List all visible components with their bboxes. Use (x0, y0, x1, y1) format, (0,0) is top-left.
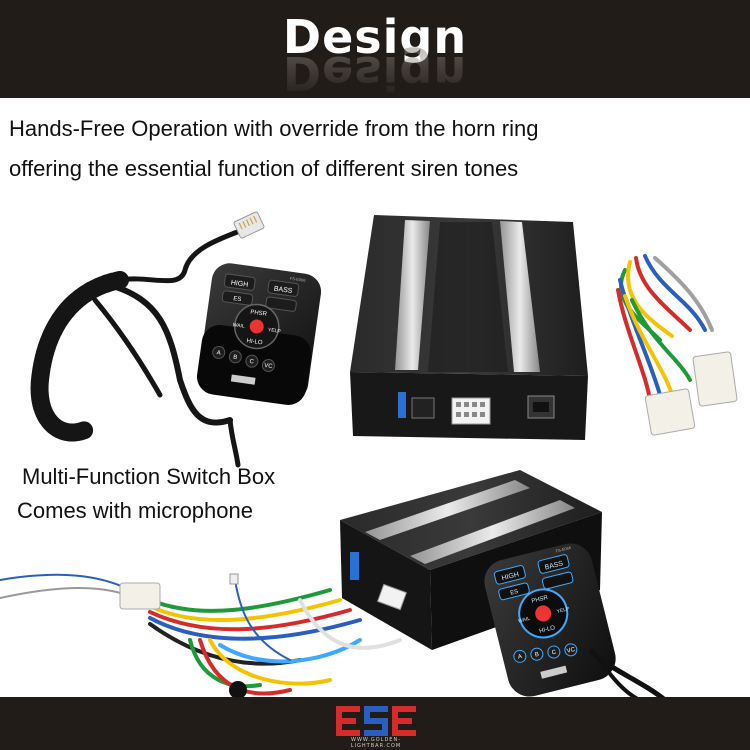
siren-box-top (350, 215, 588, 440)
remote-bottom-btn-a: A (517, 654, 522, 661)
remote-bottom-btn-wail: WAIL (518, 616, 531, 625)
remote-top: HIGH BASS ES PHSR YELP WAIL HI-LO A B C … (196, 263, 322, 405)
remote-bottom-btn-high: HIGH (501, 571, 520, 582)
wire-harness-bottom (0, 573, 402, 696)
remote-top-btn-high: HIGH (230, 279, 248, 288)
mini-connector (229, 573, 239, 585)
remote-top-btn-c: C (249, 359, 255, 366)
harness-connector-a (644, 388, 696, 436)
caption-line-1: Multi-Function Switch Box (22, 464, 276, 489)
rj45-connector (233, 211, 265, 239)
remote-bottom-btn-yelp: YELP (556, 606, 571, 615)
harness-connector-c (119, 582, 161, 610)
remote-bottom-btn-vc: VC (566, 647, 576, 655)
description-line-1: Hands-Free Operation with override from … (9, 116, 539, 141)
remote-top-btn-b: B (233, 355, 238, 362)
footer-url: WWW.GOLDEN-LIGHTBAR.COM (350, 737, 402, 749)
fuse-icon (398, 392, 406, 418)
grommet (229, 681, 247, 699)
remote-top-btn-wail: WAIL (232, 322, 245, 330)
harness-connector-b (692, 351, 738, 407)
remote-top-btn-yelp: YELP (268, 327, 282, 335)
remote-top-btn-phsr: PHSR (250, 309, 268, 317)
coiled-cord (30, 225, 251, 468)
remote-bottom-btn-phsr: PHSR (531, 595, 549, 605)
remote-top-btn-es: ES (233, 296, 242, 303)
remote-bottom-btn-c: C (551, 649, 557, 656)
description-line-2: offering the essential function of diffe… (9, 156, 519, 181)
ese-logo (336, 706, 416, 736)
remote-top-btn-a: A (216, 350, 221, 357)
remote-top-btn-hilo: HI-LO (246, 338, 263, 346)
remote-bottom-btn-bass: BASS (544, 560, 564, 571)
remote-bottom: HIGH BASS ES PHSR YELP WAIL HI-LO A B C … (484, 543, 667, 703)
remote-bottom-btn-es: ES (510, 589, 519, 597)
remote-top-model: FS-E066 (290, 276, 307, 283)
wire-harness-top (616, 254, 714, 402)
remote-bottom-btn-b: B (534, 652, 539, 659)
remote-bottom-model: FS-E066 (555, 545, 572, 554)
remote-top-btn-bass: BASS (273, 286, 293, 296)
page-title: Design (282, 10, 468, 64)
caption-line-2: Comes with microphone (17, 498, 253, 523)
header-banner: Design Design (0, 0, 750, 98)
remote-top-btn-vc: VC (264, 363, 274, 370)
remote-bottom-btn-hilo: HI-LO (539, 625, 556, 635)
